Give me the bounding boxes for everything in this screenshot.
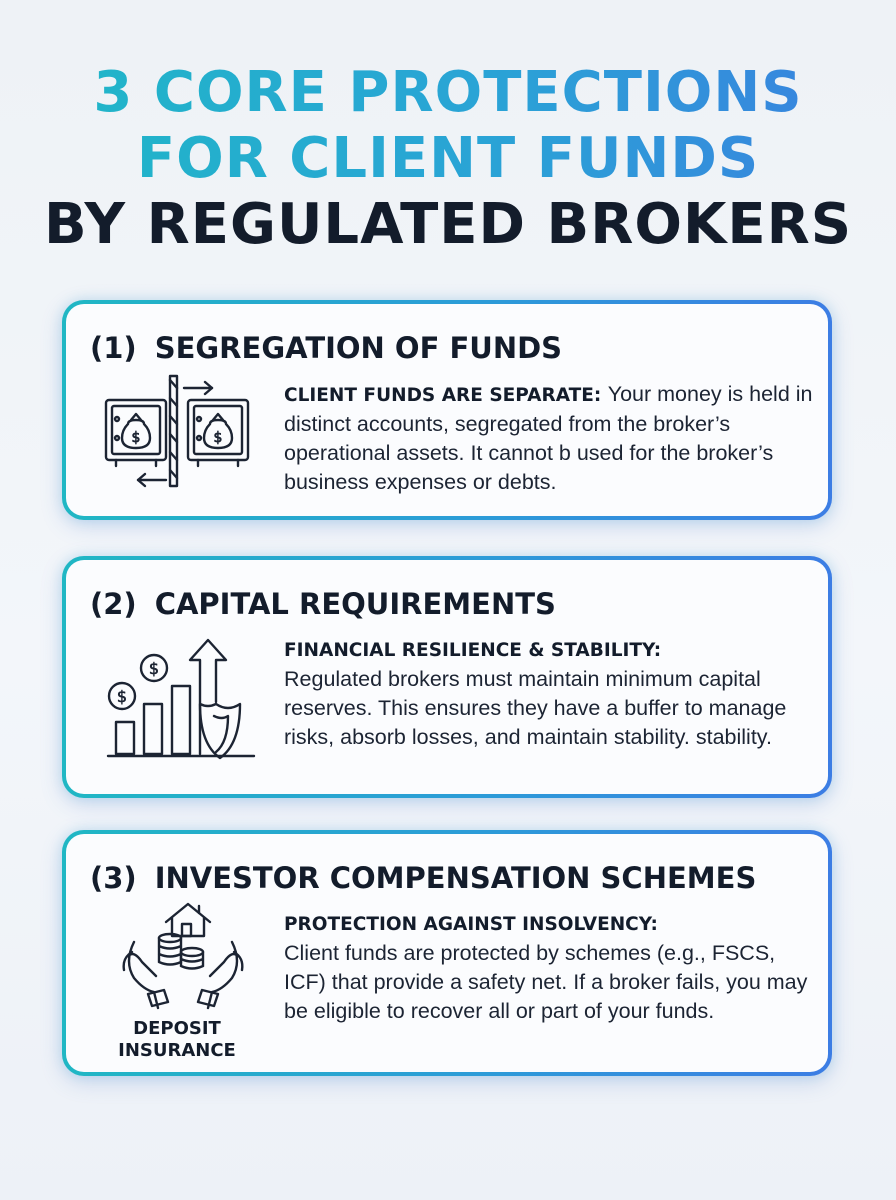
card-investor-compensation: (3) INVESTOR COMPENSATION SCHEMES	[62, 830, 832, 1076]
title-line-2: FOR CLIENT FUNDS	[0, 126, 896, 192]
card-heading: (3) INVESTOR COMPENSATION SCHEMES	[90, 858, 756, 898]
card-title: CAPITAL REQUIREMENTS	[154, 587, 556, 621]
deposit-insurance-label: DEPOSIT INSURANCE	[102, 1018, 252, 1062]
hands-coins-house-icon	[104, 896, 294, 1026]
card-number: (2)	[90, 587, 137, 621]
card-heading: (1) SEGREGATION OF FUNDS	[90, 328, 562, 368]
card-heading: (2) CAPITAL REQUIREMENTS	[90, 584, 556, 624]
svg-text:$: $	[214, 430, 223, 446]
card-lead: CLIENT FUNDS ARE SEPARATE:	[284, 385, 608, 406]
card-description: CLIENT FUNDS ARE SEPARATE: Your money is…	[284, 380, 816, 497]
svg-text:$: $	[149, 659, 159, 678]
svg-text:$: $	[132, 430, 141, 446]
deposit-insurance-line-1: DEPOSIT	[133, 1018, 221, 1039]
card-title: SEGREGATION OF FUNDS	[154, 331, 563, 365]
growth-chart-shield-icon: $ $	[104, 638, 294, 768]
card-number: (1)	[90, 331, 137, 365]
card-description: FINANCIAL RESILIENCE & STABILITY: Regula…	[284, 636, 816, 752]
card-number: (3)	[90, 861, 137, 895]
safe-transfer-icon: $ $	[104, 374, 294, 504]
card-title: INVESTOR COMPENSATION SCHEMES	[154, 861, 757, 895]
card-description: PROTECTION AGAINST INSOLVENCY: Client fu…	[284, 910, 816, 1026]
deposit-insurance-line-2: INSURANCE	[118, 1040, 236, 1061]
card-text: Client funds are protected by schemes (e…	[284, 941, 808, 1023]
svg-text:$: $	[117, 687, 127, 706]
title-line-1: 3 CORE PROTECTIONS	[0, 60, 896, 126]
page-title: 3 CORE PROTECTIONS FOR CLIENT FUNDS BY R…	[0, 60, 896, 258]
card-lead: PROTECTION AGAINST INSOLVENCY:	[284, 914, 658, 935]
card-lead: FINANCIAL RESILIENCE & STABILITY:	[284, 640, 662, 661]
title-line-3: BY REGULATED BROKERS	[43, 192, 853, 257]
card-text: Your money is held in distinct accounts,…	[284, 382, 813, 494]
card-text: Regulated brokers must maintain minimum …	[284, 667, 787, 749]
card-capital-requirements: (2) CAPITAL REQUIREMENTS $ $ FINANCIAL RE…	[62, 556, 832, 798]
card-segregation-of-funds: (1) SEGREGATION OF FUNDS $	[62, 300, 832, 520]
